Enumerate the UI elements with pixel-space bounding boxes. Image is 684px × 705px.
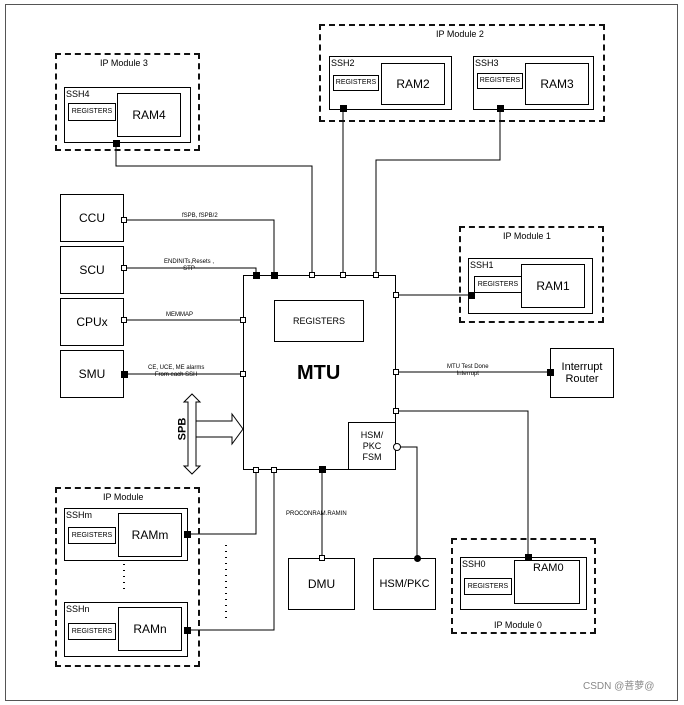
cpu-signal-label: MEMMAP: [166, 312, 193, 318]
mtu-port-ramn: [271, 467, 277, 473]
spb-label: SPB: [176, 417, 189, 441]
spb-vertical-arrow: [182, 393, 202, 475]
ccu-port: [121, 217, 127, 223]
watermark: CSDN @菩萝@: [583, 681, 655, 692]
mtu-port-ssh1: [393, 292, 399, 298]
ip-module-3-title: IP Module 3: [100, 58, 148, 68]
mtu-port-ssh4: [309, 272, 315, 278]
ssh3-label: SSH3: [475, 58, 499, 68]
diagram-frame: [5, 4, 678, 701]
ip-module-0-title: IP Module 0: [494, 620, 542, 630]
mtu-port-ir: [393, 369, 399, 375]
line-hsm-mtu: [400, 446, 418, 558]
mtu-port-dmu: [319, 466, 326, 473]
dmu-block: DMU: [288, 558, 355, 610]
ssh2-port-dot: [340, 105, 347, 112]
mtu-port-cpu: [240, 317, 246, 323]
mtu-port-ssh3: [373, 272, 379, 278]
smu-port-dot: [121, 371, 128, 378]
sshm-port-dot: [184, 531, 191, 538]
ip-module-1-title: IP Module 1: [503, 231, 551, 241]
cpu-block: CPUx: [60, 298, 124, 346]
ram3-block: RAM3: [525, 63, 589, 105]
ip-module-2-title: IP Module 2: [436, 29, 484, 39]
scu-port: [121, 265, 127, 271]
mtu-registers: REGISTERS: [274, 300, 364, 342]
ramn-block: RAMn: [118, 607, 182, 651]
mtu-port-scu: [253, 272, 260, 279]
smu-block: SMU: [60, 350, 124, 398]
sshn-registers: REGISTERS: [68, 623, 116, 640]
ssh0-port-dot: [525, 554, 532, 561]
spb-horizontal-arrow: [195, 412, 244, 446]
ip-module-2: [319, 24, 605, 122]
sshn-label: SSHn: [66, 604, 90, 614]
interrupt-signal-label: MTU Test Done Interrupt: [447, 364, 489, 377]
ccu-block: CCU: [60, 194, 124, 242]
mtu-port-hsm: [393, 443, 401, 451]
ip-module-mn: [55, 487, 200, 667]
ssh3-registers: REGISTERS: [477, 73, 523, 89]
ip-module-mn-title: IP Module: [103, 492, 144, 502]
ip-module-3: [55, 53, 200, 151]
ssh2-registers: REGISTERS: [333, 75, 379, 91]
dmu-signal-label: PROCONRAM.RAMIN: [286, 511, 347, 517]
smu-signal-label: CE, UCE, ME alarms From each SSH: [148, 365, 205, 378]
sshm-label: SSHm: [66, 510, 93, 520]
mtu-port-ccu: [271, 272, 278, 279]
mtu-port-smu: [240, 371, 246, 377]
ram1-block: RAM1: [521, 264, 585, 308]
sshn-port-dot: [184, 627, 191, 634]
interrupt-router: Interrupt Router: [550, 348, 614, 398]
hsm-pkc-fsm: HSM/ PKC FSM: [348, 422, 396, 470]
line-ramn-mtu: [186, 470, 275, 631]
scu-block: SCU: [60, 246, 124, 294]
line-ssh0-mtu: [396, 410, 529, 560]
cpu-port: [121, 317, 127, 323]
ram0-label: RAM0: [533, 562, 564, 574]
hsm-pkc-block: HSM/PKC: [373, 558, 436, 610]
mtu-port-ssh0: [393, 408, 399, 414]
ip-module-1: [459, 226, 604, 323]
ssh0-label: SSH0: [462, 559, 486, 569]
ssh3-port-dot: [497, 105, 504, 112]
ssh2-label: SSH2: [331, 58, 355, 68]
ssh4-label: SSH4: [66, 89, 90, 99]
hsm-pkc-port-dot: [414, 555, 421, 562]
sshm-registers: REGISTERS: [68, 527, 116, 544]
mtu-port-ramm: [253, 467, 259, 473]
ssh1-label: SSH1: [470, 260, 494, 270]
line-ssh3-mtu: [375, 108, 501, 275]
dmu-port: [319, 555, 325, 561]
ram4-block: RAM4: [117, 93, 181, 137]
line-ramm-mtu: [186, 470, 257, 535]
ssh4-registers: REGISTERS: [68, 103, 116, 121]
ramm-block: RAMm: [118, 513, 182, 557]
line-ssh4-mtu: [115, 143, 313, 275]
ssh0-registers: REGISTERS: [464, 578, 512, 595]
ram2-block: RAM2: [381, 63, 445, 105]
interrupt-router-port-dot: [547, 369, 554, 376]
ssh1-registers: REGISTERS: [474, 276, 522, 293]
ccu-signal-label: fSPB, fSPB/2: [182, 213, 218, 219]
ram0-block: [514, 560, 580, 604]
ip-module-0: [451, 538, 596, 634]
line-ccu-mtu: [124, 219, 275, 275]
ssh1-port-dot: [468, 292, 475, 299]
scu-signal-label: ENDINITs,Resets , STP: [164, 259, 215, 272]
mtu-title: MTU: [297, 362, 341, 384]
mtu-port-ssh2: [340, 272, 346, 278]
ssh4-port-dot: [113, 140, 120, 147]
